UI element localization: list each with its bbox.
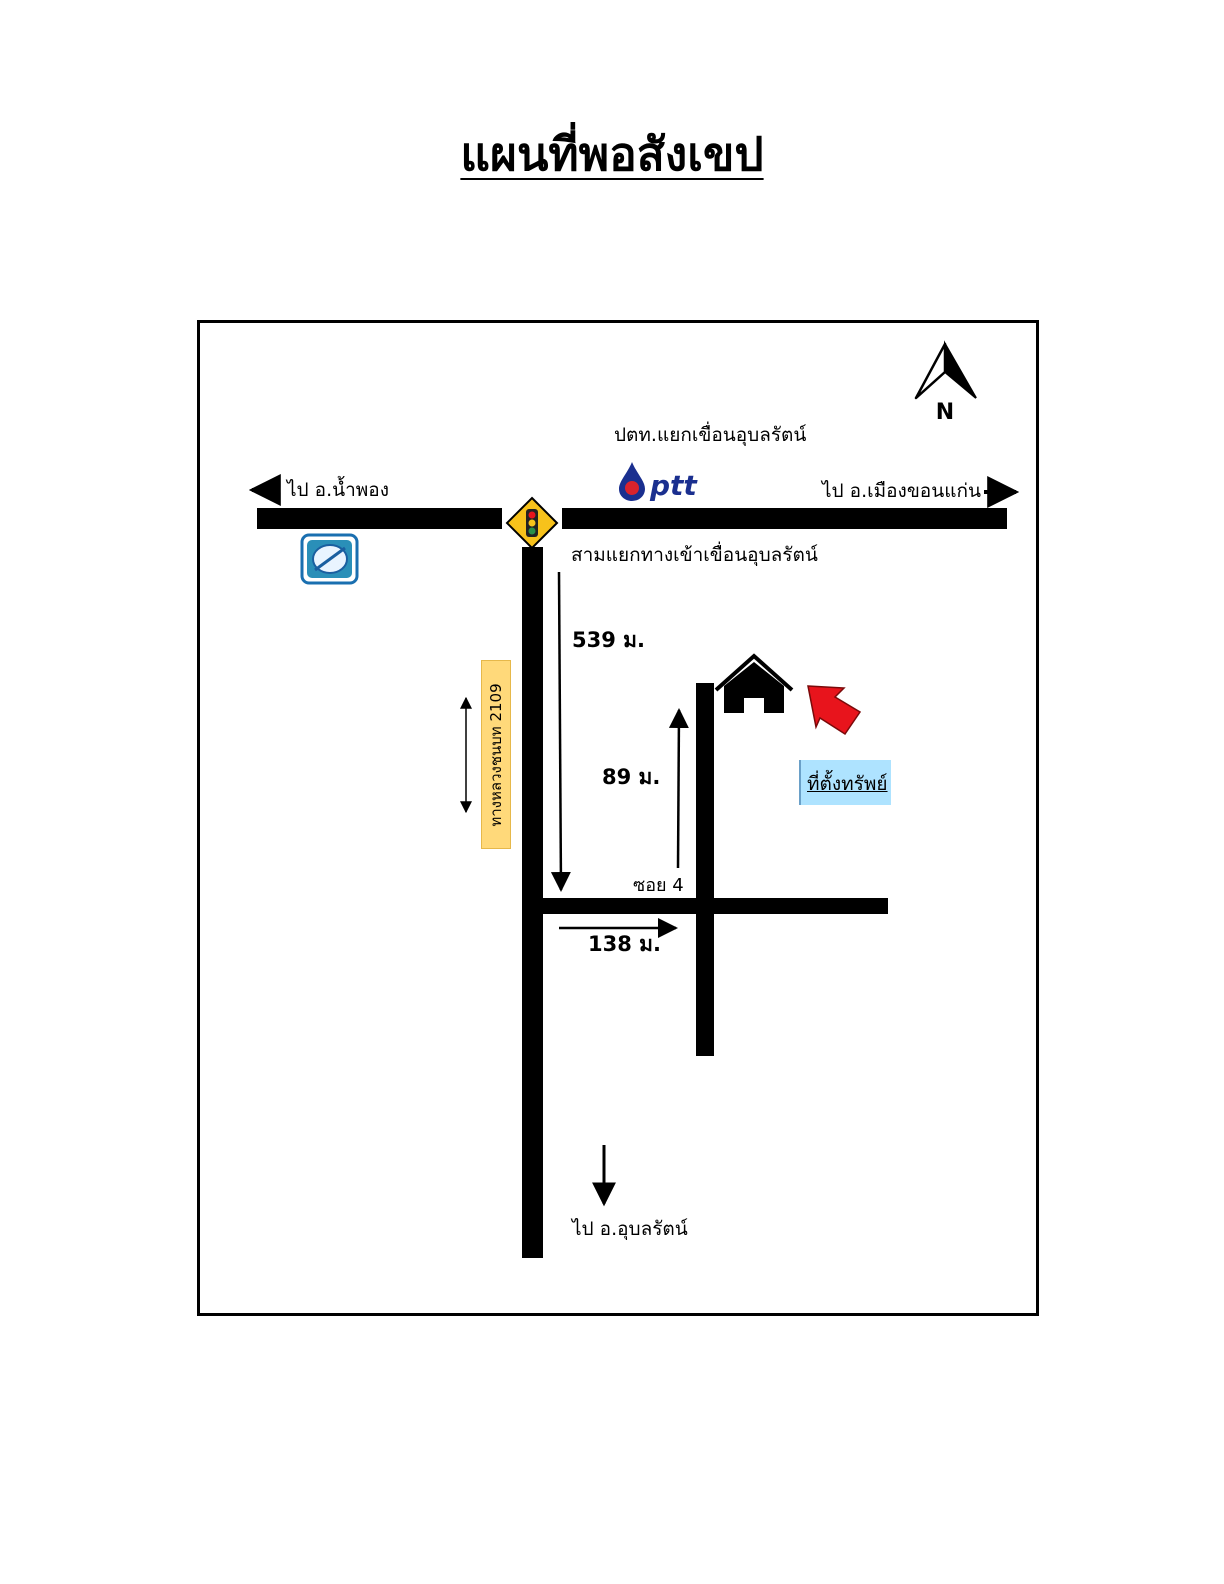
soi-4-road bbox=[543, 898, 888, 914]
highway-label-badge: ทางหลวงชนบท 2109 bbox=[481, 660, 511, 849]
map-frame bbox=[197, 320, 1039, 1316]
page-title: แผนที่พอสังเขป bbox=[460, 127, 764, 181]
main-road-west bbox=[257, 508, 502, 529]
distance-arrow-89 bbox=[668, 708, 689, 869]
distance-arrow-539 bbox=[550, 571, 571, 892]
east-direction-label: ไป อ.เมืองขอนแก่น bbox=[822, 480, 981, 502]
distance-89-label: 89 ม. bbox=[602, 765, 661, 789]
highway-label: ทางหลวงชนบท 2109 bbox=[487, 682, 505, 827]
ptt-station-label: ปตท.แยกเขื่อนอุบลรัตน์ bbox=[614, 424, 807, 446]
property-side-road bbox=[696, 683, 714, 1056]
property-label-box: ที่ตั้งทรัพย์ bbox=[799, 760, 891, 805]
ptt-logo-text: ptt bbox=[649, 469, 698, 502]
soi-label: ซอย 4 bbox=[633, 875, 684, 896]
traffic-light-sign-icon bbox=[505, 496, 559, 550]
bangchak-logo bbox=[300, 533, 359, 585]
distance-539-label: 539 ม. bbox=[572, 628, 645, 652]
ptt-logo bbox=[619, 462, 645, 501]
highway-2109-road bbox=[522, 547, 543, 1258]
red-pointer-arrow-icon bbox=[807, 685, 862, 736]
north-arrow-icon bbox=[914, 340, 977, 400]
junction-label: สามแยกทางเข้าเขื่อนอุบลรัตน์ bbox=[571, 544, 818, 566]
house-icon bbox=[714, 653, 794, 713]
distance-138-label: 138 ม. bbox=[588, 932, 661, 956]
property-label: ที่ตั้งทรัพย์ bbox=[807, 773, 888, 795]
main-road-east bbox=[562, 508, 1007, 529]
west-direction-label: ไป อ.น้ำพอง bbox=[287, 479, 389, 501]
south-direction-label: ไป อ.อุบลรัตน์ bbox=[572, 1218, 688, 1240]
north-label: N bbox=[936, 400, 954, 425]
